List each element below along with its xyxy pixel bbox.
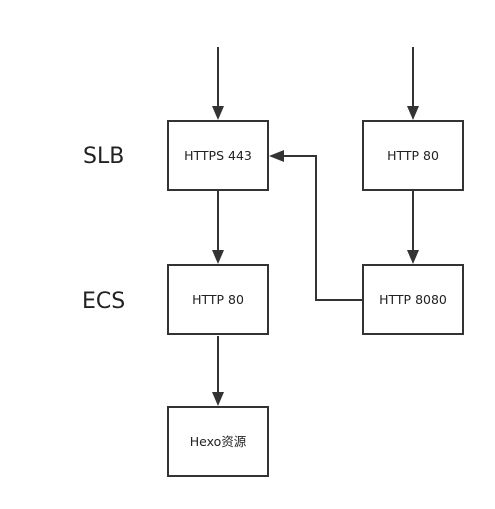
node-http-8080: HTTP 8080 <box>362 264 464 335</box>
node-hexo: Hexo资源 <box>167 406 269 477</box>
edge-http8080-to-https443 <box>269 150 362 301</box>
row-label-slb: SLB <box>83 144 124 169</box>
row-label-ecs: ECS <box>82 289 125 314</box>
node-http-80-top: HTTP 80 <box>362 120 464 191</box>
edge-external-to-http80-top <box>407 47 419 120</box>
node-http-80-ecs: HTTP 80 <box>167 264 269 335</box>
node-label-http-8080: HTTP 8080 <box>379 292 447 307</box>
node-label-https-443: HTTPS 443 <box>184 148 252 163</box>
edge-https443-to-http80-ecs <box>212 191 224 264</box>
node-label-hexo: Hexo资源 <box>190 434 247 449</box>
edge-http80-top-to-http8080 <box>407 191 419 264</box>
edge-external-to-https443 <box>212 47 224 120</box>
node-label-http-80-ecs: HTTP 80 <box>192 292 244 307</box>
node-label-http-80-top: HTTP 80 <box>387 148 439 163</box>
edge-http80-ecs-to-hexo <box>212 336 224 406</box>
node-https-443: HTTPS 443 <box>167 120 269 191</box>
